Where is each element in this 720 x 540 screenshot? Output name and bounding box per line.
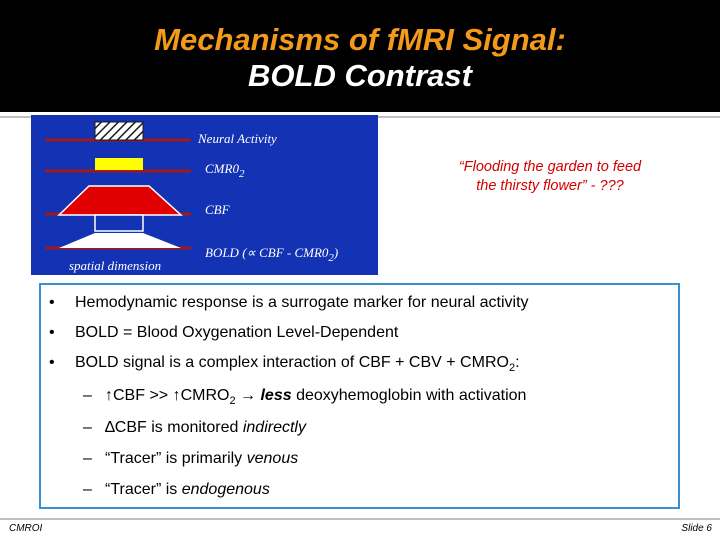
neural-activity-block	[94, 121, 144, 141]
sub-bullet-3: –“Tracer” is primarily venous	[83, 449, 298, 468]
bullet-3-subscript: 2	[508, 362, 516, 374]
neural-activity-label: Neural Activity	[198, 131, 277, 146]
bullet-3: • BOLD signal is a complex interaction of…	[49, 353, 520, 374]
right-arrow-icon: →	[235, 387, 261, 404]
bottom-rule	[0, 518, 720, 520]
slide-title: Mechanisms of fMRI Signal: BOLD Contrast	[0, 22, 720, 94]
cbf-label: CBF	[205, 202, 230, 217]
sub-bullet-1-cmro: CMRO	[180, 387, 230, 404]
slide-number: Slide 6	[681, 523, 712, 534]
bold-label-prefix: BOLD (	[205, 245, 247, 260]
quote-line-2: the thirsty flower” - ???	[476, 178, 624, 194]
cbf-trapezoid	[57, 185, 183, 216]
bullet-1-text: Hemodynamic response is a surrogate mark…	[75, 294, 529, 311]
cbf-inner	[94, 214, 144, 232]
cmr-label: CMR02	[205, 161, 245, 180]
sub-bullet-2-text: CBF is monitored	[114, 419, 243, 436]
sub-bullet-4: –“Tracer” is endogenous	[83, 480, 270, 499]
bold-label-suffix: )	[333, 245, 339, 260]
sub-bullet-4-text: “Tracer” is	[105, 481, 182, 498]
cmr-label-subscript: 2	[238, 168, 245, 180]
bullet-marker: •	[49, 294, 55, 311]
diagram-graphic	[45, 121, 191, 250]
bullet-3-text: BOLD signal is a complex interaction of …	[75, 354, 509, 371]
sub-bullet-2-italic: indirectly	[242, 419, 306, 436]
spatial-dimension-label: spatial dimension	[69, 258, 162, 273]
bullet-3-end: :	[515, 354, 520, 371]
bold-label-subscript: 2	[328, 252, 334, 264]
bullet-1: • Hemodynamic response is a surrogate mar…	[49, 293, 529, 312]
cmr-block	[95, 158, 143, 170]
sub-bullet-2: –∆CBF is monitored indirectly	[83, 418, 306, 437]
sub-bullet-marker: –	[83, 481, 92, 498]
footer-left: CMROI	[9, 523, 43, 534]
bold-label: BOLD (∝ CBF - CMR02)	[205, 245, 339, 264]
up-arrow-icon: ↑	[172, 387, 181, 404]
sub-bullet-1-subscript: 2	[229, 395, 236, 407]
bullet-2-text: BOLD = Blood Oxygenation Level-Dependent	[75, 324, 399, 341]
sub-bullet-3-italic: venous	[246, 450, 299, 467]
sub-bullet-marker: –	[83, 419, 92, 436]
delta-icon: ∆	[105, 419, 115, 436]
proportional-symbol: ∝	[246, 245, 256, 260]
bold-diagram: Neural Activity CMR02 CBF BOLD (∝ CBF - …	[31, 115, 378, 275]
sub-bullet-1: –↑CBF >> ↑CMRO2 → less deoxyhemoglobin w…	[83, 386, 526, 407]
bullet-box: • Hemodynamic response is a surrogate mar…	[39, 283, 680, 509]
title-line-2: BOLD Contrast	[248, 58, 472, 93]
sub-bullet-1-less: less	[260, 387, 292, 404]
bullet-2: • BOLD = Blood Oxygenation Level-Dependen…	[49, 323, 398, 342]
sub-bullet-4-italic: endogenous	[181, 481, 270, 498]
bullet-marker: •	[49, 354, 55, 371]
sub-bullet-1-cbf: CBF >>	[113, 387, 173, 404]
bold-trapezoid	[59, 233, 181, 248]
quote-line-1: “Flooding the garden to feed	[458, 159, 642, 175]
sub-bullet-1-rest: deoxyhemoglobin with activation	[291, 387, 527, 404]
title-line-1: Mechanisms of fMRI Signal:	[154, 22, 566, 57]
title-band	[0, 0, 720, 112]
sub-bullet-3-text: “Tracer” is primarily	[105, 450, 247, 467]
sub-bullet-marker: –	[83, 450, 92, 467]
bold-label-mid: CBF - CMR0	[255, 245, 329, 260]
up-arrow-icon: ↑	[105, 387, 113, 404]
bullet-marker: •	[49, 324, 55, 341]
quote-text: “Flooding the garden to feed the thirsty…	[415, 158, 685, 196]
sub-bullet-marker: –	[83, 387, 92, 404]
cmr-label-text: CMR0	[205, 161, 239, 176]
